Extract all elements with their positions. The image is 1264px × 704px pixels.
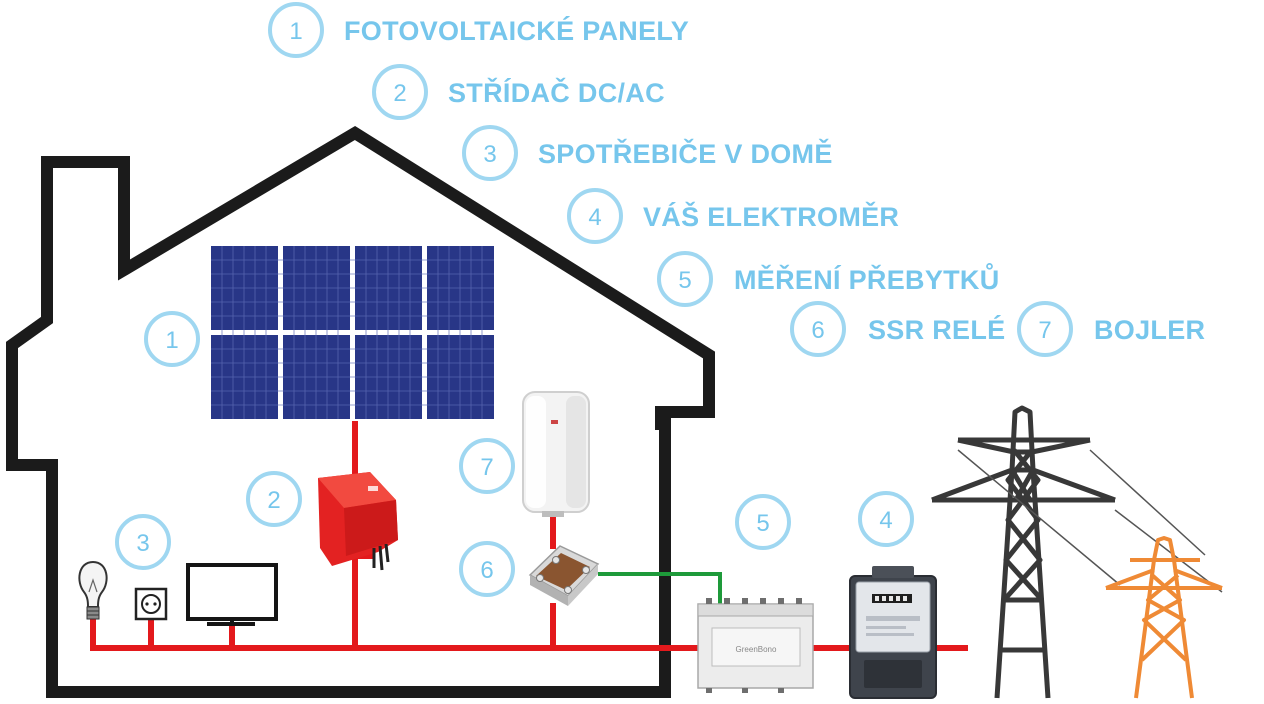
light-bulb-icon — [78, 560, 108, 620]
legend-label-3: SPOTŘEBIČE V DOMĚ — [538, 138, 833, 169]
inverter-icon — [318, 472, 398, 571]
marker-meter: 4 — [858, 491, 914, 547]
legend-num-7: 7 — [1038, 317, 1051, 344]
marker-surplus-meter: 5 — [735, 494, 791, 550]
solar-panel-icon — [208, 243, 496, 421]
power-pylon-icon — [931, 405, 1223, 699]
marker-appliances: 3 — [115, 514, 171, 570]
din-meter-label: GreenBono — [736, 645, 777, 654]
marker-panels: 1 — [144, 311, 200, 367]
legend-label-6: SSR RELÉ — [868, 314, 1005, 345]
legend-item-7: 7 BOJLER — [1017, 301, 1205, 357]
legend-label-7: BOJLER — [1094, 315, 1205, 345]
electricity-meter-icon — [849, 566, 937, 699]
marker-inverter: 2 — [246, 471, 302, 527]
legend-item-5: 5 MĚŘENÍ PŘEBYTKŮ — [657, 251, 1000, 307]
legend-num-1: 1 — [289, 18, 302, 45]
svg-text:7: 7 — [480, 454, 493, 481]
ssr-relay-icon — [528, 545, 600, 606]
svg-text:2: 2 — [267, 487, 280, 514]
marker-ssr-relay: 6 — [459, 541, 515, 597]
legend-item-1: 1 FOTOVOLTAICKÉ PANELY — [268, 2, 689, 58]
legend-item-6: 6 SSR RELÉ — [790, 301, 1005, 357]
house-outline — [6, 125, 715, 698]
legend-item-3: 3 SPOTŘEBIČE V DOMĚ — [462, 125, 833, 181]
legend-num-3: 3 — [483, 141, 496, 168]
tv-icon — [186, 563, 278, 626]
legend: 1 FOTOVOLTAICKÉ PANELY 2 STŘÍDAČ DC/AC 3… — [268, 2, 1205, 357]
svg-text:4: 4 — [879, 507, 892, 534]
legend-num-5: 5 — [678, 267, 691, 294]
legend-label-4: VÁŠ ELEKTROMĚR — [643, 201, 899, 232]
svg-text:5: 5 — [756, 510, 769, 537]
legend-label-2: STŘÍDAČ DC/AC — [448, 77, 665, 108]
legend-num-4: 4 — [588, 204, 601, 231]
legend-label-1: FOTOVOLTAICKÉ PANELY — [344, 15, 689, 46]
legend-label-5: MĚŘENÍ PŘEBYTKŮ — [734, 262, 1000, 295]
legend-num-6: 6 — [811, 317, 824, 344]
marker-boiler: 7 — [459, 438, 515, 494]
socket-icon — [134, 587, 168, 621]
din-meter-icon: GreenBono — [697, 598, 814, 693]
diagram-markers: 1 2 3 7 6 5 4 — [115, 311, 914, 597]
svg-text:6: 6 — [480, 557, 493, 584]
svg-text:1: 1 — [165, 327, 178, 354]
svg-text:3: 3 — [136, 530, 149, 557]
legend-num-2: 2 — [393, 80, 406, 107]
boiler-icon — [522, 391, 590, 517]
legend-item-4: 4 VÁŠ ELEKTROMĚR — [567, 188, 899, 244]
legend-item-2: 2 STŘÍDAČ DC/AC — [372, 64, 665, 120]
signal-wire — [598, 572, 722, 604]
